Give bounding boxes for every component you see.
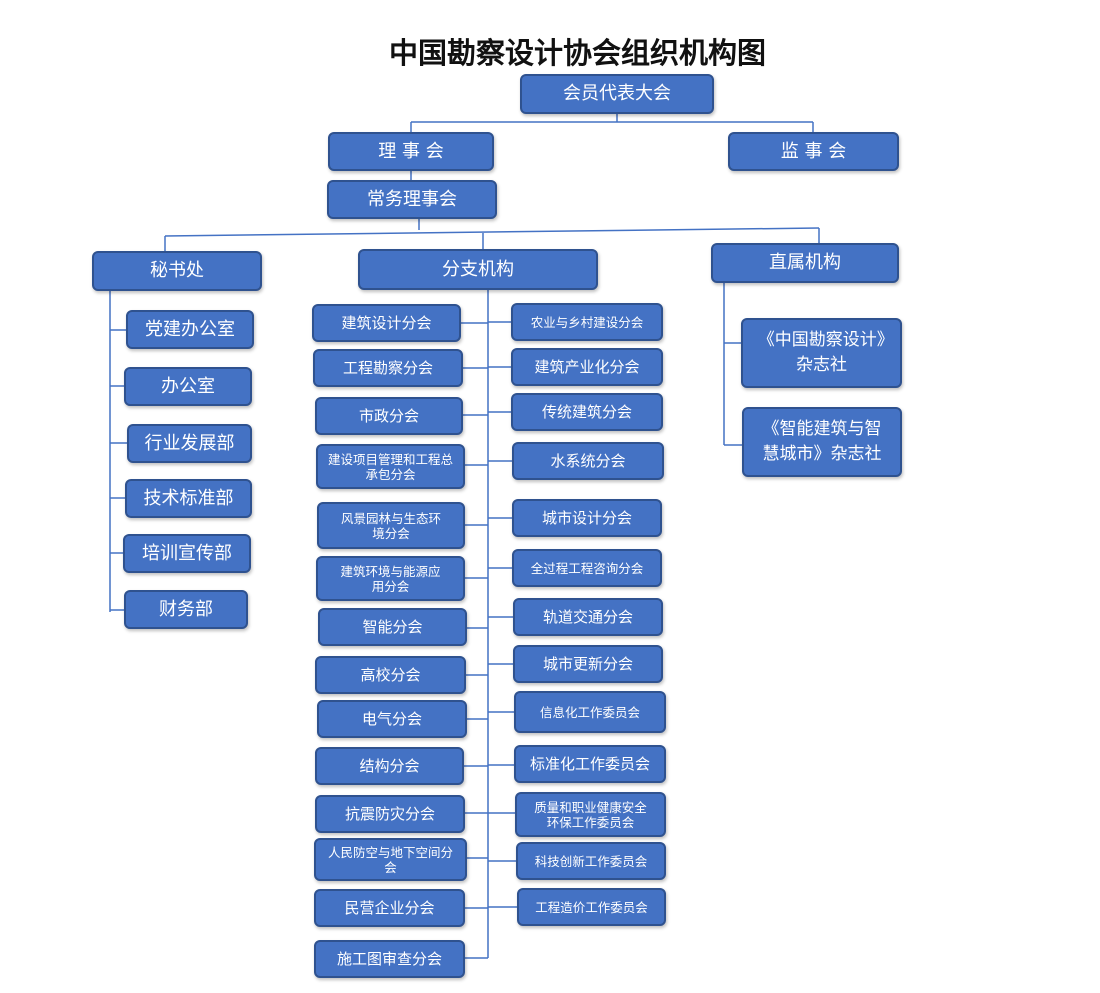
branch-left: 风景园林与生态环境分会 [317,502,465,549]
branch-right: 城市设计分会 [512,499,662,537]
supervisors-box: 监 事 会 [728,132,899,171]
secretariat-item: 培训宣传部 [123,534,251,573]
branch-left: 抗震防灾分会 [315,795,465,833]
branch-right: 传统建筑分会 [511,393,663,431]
branch-left: 电气分会 [317,700,467,738]
branch-right: 工程造价工作委员会 [517,888,666,926]
secretariat-item: 行业发展部 [127,424,252,463]
council-box: 理 事 会 [328,132,494,171]
branch-right: 科技创新工作委员会 [516,842,666,880]
branch-right: 水系统分会 [512,442,664,480]
branch-left: 结构分会 [315,747,464,785]
affiliated-box: 直属机构 [711,243,899,283]
page-title: 中国勘察设计协会组织机构图 [388,36,766,70]
branch-left: 民营企业分会 [314,889,465,927]
branch-left: 市政分会 [315,397,463,435]
branch-right: 城市更新分会 [513,645,663,683]
branch-left: 高校分会 [315,656,466,694]
secretariat-box: 秘书处 [92,251,262,291]
secretariat-item: 党建办公室 [126,310,254,349]
branch-left: 建筑设计分会 [312,304,461,342]
standing-council-box: 常务理事会 [327,180,497,219]
secretariat-item: 技术标准部 [125,479,252,518]
branch-right: 信息化工作委员会 [514,691,666,733]
branch-right: 标准化工作委员会 [514,745,666,783]
secretariat-item: 办公室 [124,367,252,406]
branches-box: 分支机构 [358,249,598,290]
branch-right: 农业与乡村建设分会 [511,303,663,341]
branch-right: 全过程工程咨询分会 [512,549,662,587]
affiliated-item: 《中国勘察设计》杂志社 [741,318,902,388]
branch-left: 建筑环境与能源应用分会 [316,556,465,601]
branch-left: 建设项目管理和工程总承包分会 [316,444,465,489]
branch-left: 智能分会 [318,608,467,646]
secretariat-item: 财务部 [124,590,248,629]
branch-left: 人民防空与地下空间分会 [314,838,467,881]
branch-left: 施工图审查分会 [314,940,465,978]
branch-left: 工程勘察分会 [313,349,463,387]
assembly-box: 会员代表大会 [520,74,714,114]
branch-right: 建筑产业化分会 [511,348,663,386]
branch-right: 质量和职业健康安全环保工作委员会 [515,792,666,837]
affiliated-item: 《智能建筑与智慧城市》杂志社 [742,407,902,477]
branch-right: 轨道交通分会 [513,598,663,636]
